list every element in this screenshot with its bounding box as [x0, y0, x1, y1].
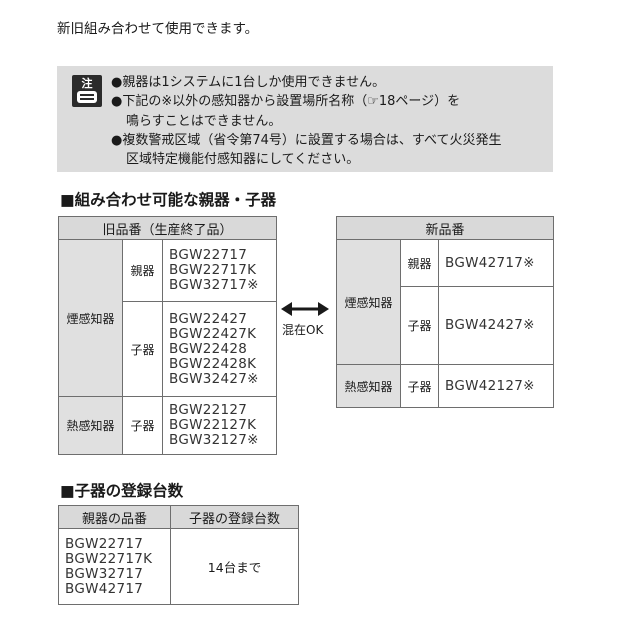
double-arrow-icon: [281, 302, 329, 316]
model-number: BGW32717※: [169, 277, 259, 293]
note-line: ●親器は1システムに1台しか使用できません。: [111, 75, 386, 90]
note-line: 鳴らすことはできません。: [126, 113, 282, 129]
child-count-value: 14台まで: [170, 528, 299, 605]
smoke-detector-label: 煙感知器: [336, 239, 401, 365]
new-models-table: 新品番 煙感知器 親器 BGW42717※ 子器 BGW42427※ 熱感知器 …: [335, 216, 555, 408]
caution-icon-label: 注: [82, 76, 93, 90]
old-models-table: 旧品番（生産終了品） 煙感知器 親器 BGW22717 BGW22717K BG…: [58, 216, 277, 455]
section-title-combinations: ■組み合わせ可能な親器・子器: [60, 191, 277, 209]
model-number: BGW22428K: [169, 355, 257, 372]
smoke-child-model: BGW42427※: [437, 286, 555, 365]
child-label: 子器: [122, 396, 163, 455]
model-number: BGW22427K: [169, 325, 257, 342]
intro-text: 新旧組み合わせて使用できます。: [57, 21, 259, 37]
heat-detector-label: 熱感知器: [58, 396, 123, 455]
heat-child-model: BGW42127※: [437, 364, 555, 408]
note-line: ●下記の※以外の感知器から設置場所名称（☞18ページ）を: [111, 94, 461, 110]
new-table-header: 新品番: [335, 216, 555, 240]
smoke-parent-models: BGW22717 BGW22717K BGW32717※: [162, 239, 277, 302]
mix-ok-label: 混在OK: [282, 323, 324, 337]
smoke-detector-label: 煙感知器: [58, 239, 123, 397]
registration-table: 親器の品番 子器の登録台数 BGW22717 BGW22717K BGW3271…: [58, 505, 299, 605]
smoke-child-models: BGW22427 BGW22427K BGW22428 BGW22428K BG…: [162, 301, 277, 397]
model-number: BGW42717: [65, 580, 144, 597]
note-line: ●複数警戒区域（省令第74号）に設置する場合は、すべて火災発生: [111, 132, 502, 148]
caution-note: 注 ●親器は1システムに1台しか使用できません。 ●下記の※以外の感知器から設置…: [57, 66, 553, 172]
smoke-parent-model: BGW42717※: [437, 239, 555, 287]
note-line: 区域特定機能付感知器にしてください。: [126, 152, 360, 168]
heat-child-models: BGW22127 BGW22127K BGW32127※: [162, 396, 277, 455]
model-number: BGW22427: [169, 310, 248, 327]
child-label: 子器: [122, 301, 163, 397]
model-number: BGW22127K: [169, 417, 257, 433]
col-header-parent-model: 親器の品番: [58, 505, 171, 529]
model-number: BGW22428: [169, 340, 248, 357]
model-number: BGW22717: [65, 535, 144, 552]
model-number: BGW22127: [169, 402, 248, 418]
model-number: BGW22717K: [169, 262, 257, 278]
model-number: BGW32717: [65, 565, 144, 582]
col-header-child-count: 子器の登録台数: [170, 505, 299, 529]
heat-detector-label: 熱感知器: [336, 364, 401, 408]
child-label: 子器: [400, 286, 439, 365]
model-number: BGW22717: [169, 247, 248, 263]
model-number: BGW32127※: [169, 432, 259, 448]
model-number: BGW22717K: [65, 550, 153, 567]
parent-label: 親器: [122, 239, 163, 302]
model-number: BGW32427※: [169, 370, 259, 387]
parent-label: 親器: [400, 239, 439, 287]
parent-model-list: BGW22717 BGW22717K BGW32717 BGW42717: [58, 528, 171, 605]
caution-hand-icon: 注: [72, 75, 102, 107]
section-title-registration: ■子器の登録台数: [60, 482, 184, 500]
old-table-header: 旧品番（生産終了品）: [58, 216, 277, 240]
child-label: 子器: [400, 364, 439, 408]
